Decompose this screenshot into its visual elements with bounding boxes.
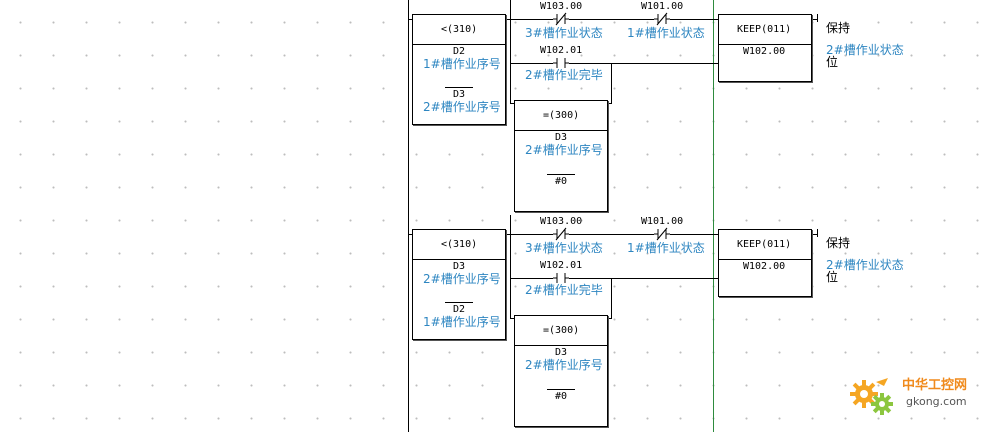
contact-comment: 3#槽作业状态 bbox=[525, 26, 603, 40]
operand-2: D3 bbox=[453, 89, 466, 100]
keep-instruction-block[interactable]: KEEP(011) W102.00 bbox=[718, 14, 812, 82]
rung-wire bbox=[408, 234, 412, 235]
keep-comment-suffix: 位 bbox=[826, 270, 839, 284]
instruction-title: =(300) bbox=[543, 325, 580, 336]
block-header bbox=[515, 316, 607, 346]
rung-wire bbox=[408, 19, 412, 20]
contact-comment: 1#槽作业状态 bbox=[627, 26, 705, 40]
operand-1: D3 bbox=[555, 347, 568, 358]
operand-1-comment: 2#槽作业序号 bbox=[423, 272, 501, 286]
contact-address: W101.00 bbox=[641, 1, 684, 12]
equal-instruction-block[interactable]: =(300) D3 2#槽作业序号 #0 bbox=[514, 315, 608, 427]
keep-comment-suffix: 位 bbox=[826, 55, 839, 69]
normally-closed-contact[interactable] bbox=[654, 226, 670, 242]
branch-wire bbox=[606, 103, 611, 104]
output-tick bbox=[817, 14, 818, 22]
instruction-title: KEEP(011) bbox=[737, 239, 792, 250]
branch-wire bbox=[510, 278, 718, 279]
block-header bbox=[719, 230, 811, 260]
branch-wire bbox=[510, 103, 514, 104]
output-tick bbox=[811, 19, 817, 20]
contact-comment: 2#槽作业完毕 bbox=[525, 68, 603, 82]
keep-address: W102.00 bbox=[743, 261, 786, 272]
keep-label: 保持 bbox=[826, 21, 851, 35]
output-tick bbox=[811, 234, 817, 235]
watermark-brand: 中华工控网 bbox=[902, 378, 968, 393]
block-header bbox=[413, 230, 505, 260]
branch-wire bbox=[606, 318, 611, 319]
operand-overline bbox=[547, 174, 575, 175]
normally-closed-contact[interactable] bbox=[553, 11, 569, 27]
block-header bbox=[413, 15, 505, 45]
operand-2-comment: 2#槽作业序号 bbox=[423, 100, 501, 114]
branch-wire bbox=[510, 0, 511, 103]
operand-2: #0 bbox=[555, 391, 568, 402]
operand-overline bbox=[547, 389, 575, 390]
keep-instruction-block[interactable]: KEEP(011) W102.00 bbox=[718, 229, 812, 297]
branch-wire bbox=[510, 318, 514, 319]
gear-icon bbox=[850, 378, 893, 415]
keep-address: W102.00 bbox=[743, 46, 786, 57]
contact-address: W102.01 bbox=[540, 45, 583, 56]
block-header bbox=[515, 101, 607, 131]
keep-comment: 2#槽作业状态 bbox=[826, 43, 904, 57]
operand-1: D2 bbox=[453, 46, 466, 57]
instruction-title: <(310) bbox=[441, 239, 478, 250]
operand-1-comment: 1#槽作业序号 bbox=[423, 57, 501, 71]
branch-wire bbox=[510, 215, 511, 318]
instruction-title: KEEP(011) bbox=[737, 24, 792, 35]
compare-instruction-block[interactable]: <(310) D2 1#槽作业序号 D3 2#槽作业序号 bbox=[412, 14, 506, 125]
ladder-rung[interactable]: W103.00 3#槽作业状态 W101.00 1#槽作业状态 W102.01 … bbox=[0, 0, 985, 215]
contact-comment: 2#槽作业完毕 bbox=[525, 283, 603, 297]
compare-instruction-block[interactable]: <(310) D3 2#槽作业序号 D2 1#槽作业序号 bbox=[412, 229, 506, 340]
contact-address: W103.00 bbox=[540, 1, 583, 12]
operand-2-comment: 1#槽作业序号 bbox=[423, 315, 501, 329]
branch-wire bbox=[611, 278, 612, 319]
contact-comment: 3#槽作业状态 bbox=[525, 241, 603, 255]
operand-1-comment: 2#槽作业序号 bbox=[525, 358, 603, 372]
branch-wire bbox=[510, 63, 718, 64]
normally-open-contact[interactable] bbox=[553, 55, 569, 71]
watermark-logo: 中华工控网 gkong.com bbox=[848, 372, 978, 422]
rung-wire bbox=[506, 19, 718, 20]
contact-address: W101.00 bbox=[641, 216, 684, 227]
watermark-url: gkong.com bbox=[906, 395, 967, 408]
branch-wire bbox=[611, 63, 612, 104]
operand-1-comment: 2#槽作业序号 bbox=[525, 143, 603, 157]
keep-comment: 2#槽作业状态 bbox=[826, 258, 904, 272]
operand-1: D3 bbox=[555, 132, 568, 143]
operand-1: D3 bbox=[453, 261, 466, 272]
normally-open-contact[interactable] bbox=[553, 270, 569, 286]
contact-address: W103.00 bbox=[540, 216, 583, 227]
operand-2: D2 bbox=[453, 304, 466, 315]
operand-overline bbox=[445, 302, 473, 303]
block-header bbox=[719, 15, 811, 45]
normally-closed-contact[interactable] bbox=[553, 226, 569, 242]
ladder-rung[interactable]: W103.00 3#槽作业状态 W101.00 1#槽作业状态 W102.01 … bbox=[0, 215, 985, 430]
right-power-rail bbox=[713, 0, 714, 432]
operand-2: #0 bbox=[555, 176, 568, 187]
equal-instruction-block[interactable]: =(300) D3 2#槽作业序号 #0 bbox=[514, 100, 608, 212]
instruction-title: <(310) bbox=[441, 24, 478, 35]
left-power-rail bbox=[408, 0, 409, 432]
instruction-title: =(300) bbox=[543, 110, 580, 121]
contact-address: W102.01 bbox=[540, 260, 583, 271]
operand-overline bbox=[445, 87, 473, 88]
contact-comment: 1#槽作业状态 bbox=[627, 241, 705, 255]
rung-wire bbox=[506, 234, 718, 235]
normally-closed-contact[interactable] bbox=[654, 11, 670, 27]
keep-label: 保持 bbox=[826, 236, 851, 250]
output-tick bbox=[817, 229, 818, 237]
